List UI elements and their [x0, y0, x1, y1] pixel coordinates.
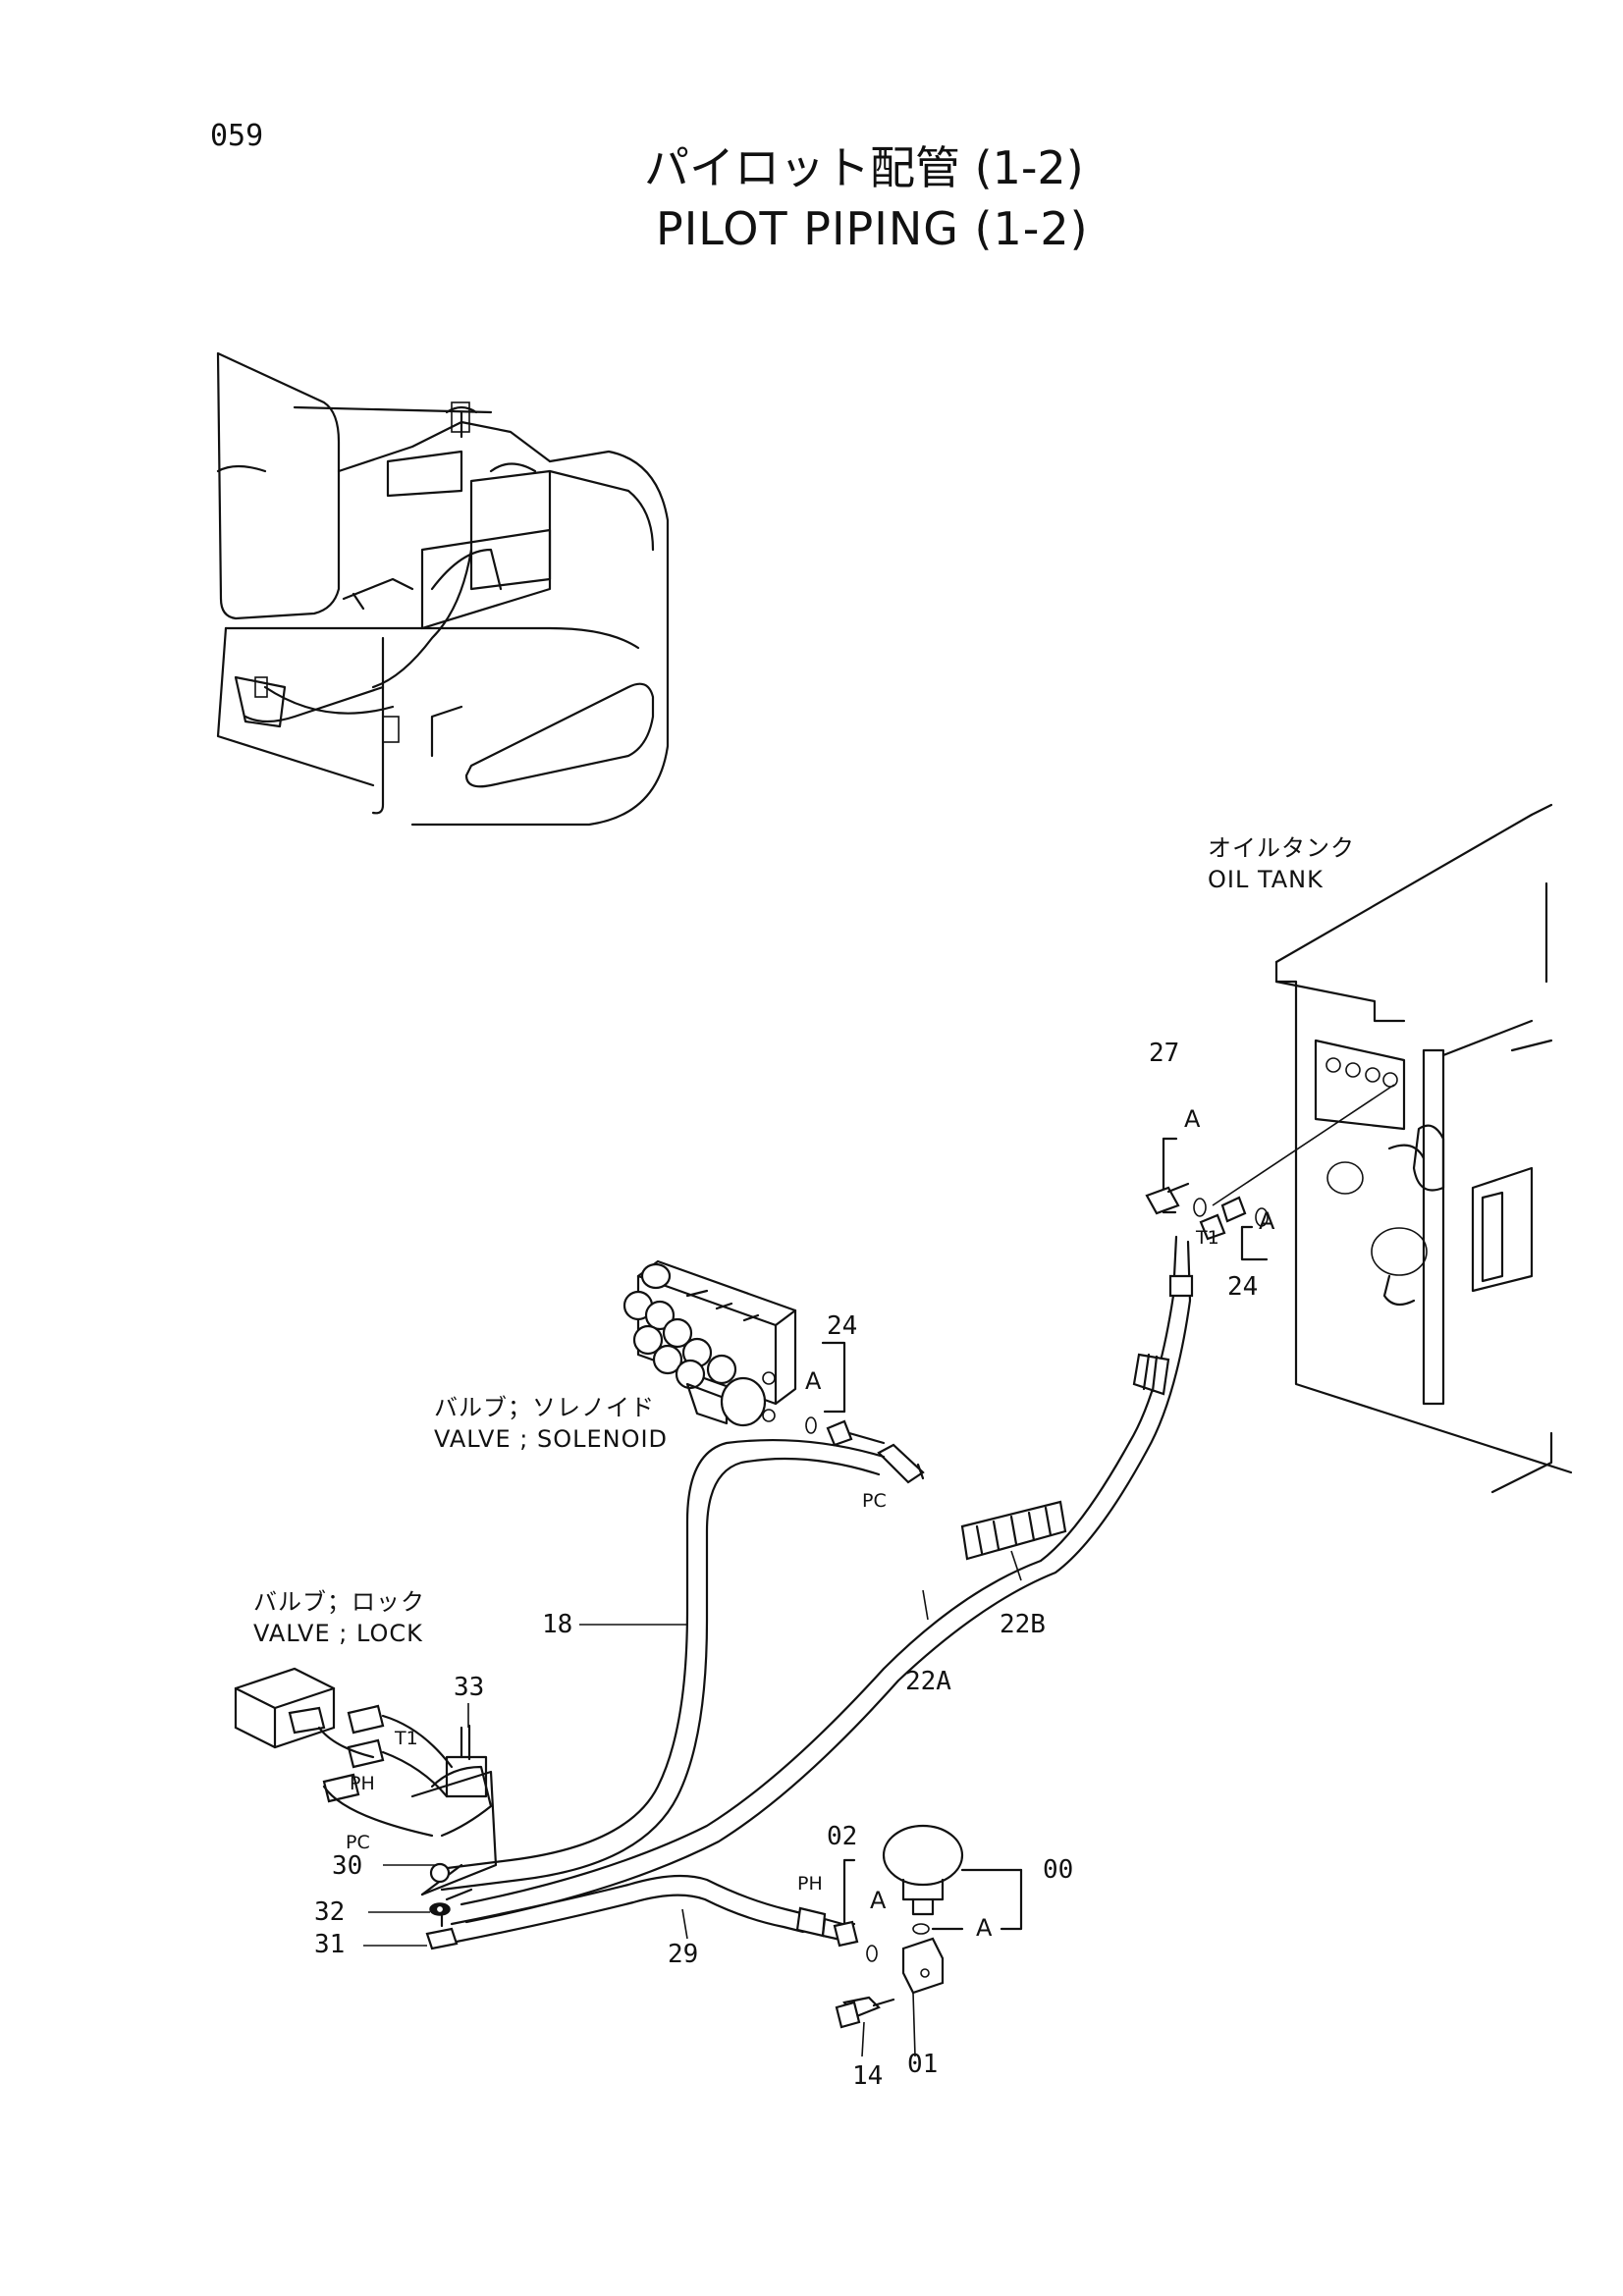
callout-32: 32: [314, 1897, 346, 1927]
hose-18: [430, 1438, 886, 1892]
port-label-ph-hose: PH: [797, 1873, 823, 1895]
port-label-pc-solenoid: PC: [862, 1490, 887, 1512]
lock-valve-label-en: VALVE ; LOCK: [253, 1620, 423, 1647]
oil-tank-illustration: [1274, 803, 1573, 1494]
clamp-hardware: [425, 1724, 488, 1950]
page-title-english: PILOT PIPING (1-2): [656, 202, 1089, 255]
page-number: 059: [210, 119, 264, 153]
hose-29: [450, 1874, 844, 1944]
detail-marker-a-24-tank: A: [1259, 1207, 1276, 1235]
callout-24-solenoid: 24: [827, 1311, 858, 1341]
hose-22: [460, 1235, 1194, 1924]
port-label-t1-tank: T1: [1196, 1227, 1219, 1249]
oil-tank-label-jp: オイルタンク: [1208, 834, 1355, 862]
port-label-ph-lock: PH: [350, 1773, 375, 1794]
port-label-t1-lock: T1: [395, 1728, 418, 1749]
lock-valve-illustration: [234, 1667, 498, 1901]
detail-marker-a-27: A: [1184, 1105, 1202, 1133]
callout-27: 27: [1149, 1039, 1180, 1068]
solenoid-valve-label-en: VALVE ; SOLENOID: [434, 1425, 669, 1453]
callout-22a: 22A: [905, 1667, 951, 1696]
detail-marker-a-02: A: [870, 1887, 888, 1914]
oil-tank-label-en: OIL TANK: [1208, 866, 1324, 893]
detail-marker-a-24-solenoid: A: [805, 1367, 823, 1395]
callout-02: 02: [827, 1822, 858, 1851]
page-title-japanese: パイロット配管 (1-2): [644, 141, 1084, 194]
callout-leaders: [363, 1550, 1022, 2057]
callout-18: 18: [542, 1610, 573, 1639]
callout-29: 29: [668, 1940, 699, 1969]
callout-24-tank: 24: [1227, 1272, 1259, 1302]
callout-22b: 22B: [1000, 1610, 1046, 1639]
lock-valve-label-jp: バルブ；ロック: [253, 1588, 425, 1616]
solenoid-fitting-24: [805, 1341, 925, 1484]
callout-01: 01: [907, 2050, 939, 2079]
tank-fittings: [1145, 1137, 1269, 1261]
callout-30: 30: [332, 1851, 363, 1881]
callout-00: 00: [1043, 1855, 1074, 1885]
machine-overview-illustration: [216, 351, 670, 827]
callout-33: 33: [454, 1673, 485, 1702]
tank-port-leader: [1212, 1084, 1395, 1206]
accumulator-assembly: [833, 1824, 1023, 2029]
detail-marker-a-00: A: [976, 1914, 994, 1942]
solenoid-valve-label-jp: バルブ；ソレノイド: [434, 1394, 655, 1421]
port-label-pc-lock: PC: [346, 1832, 370, 1853]
callout-31: 31: [314, 1930, 346, 1959]
callout-14: 14: [852, 2061, 884, 2091]
solenoid-valve-illustration: [622, 1259, 797, 1427]
